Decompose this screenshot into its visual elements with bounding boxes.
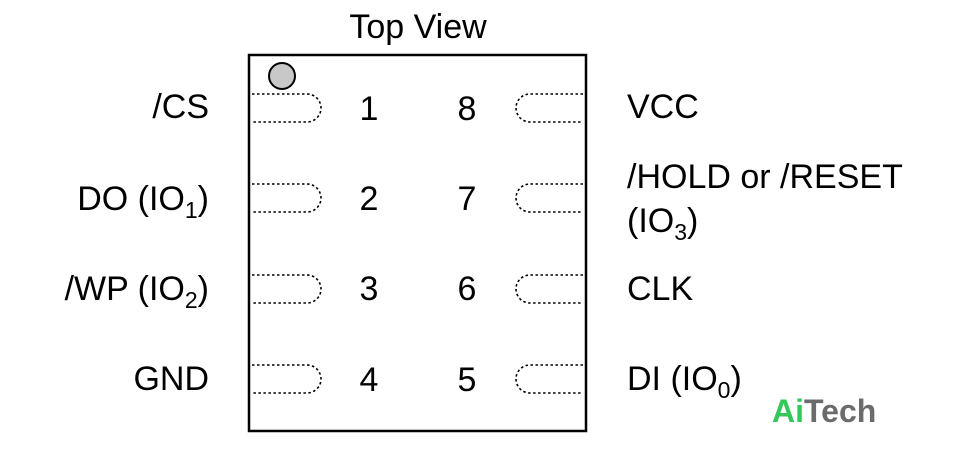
pin-label-5-subscript: 0 <box>718 377 731 403</box>
pin-label-2-suffix: ) <box>198 180 209 218</box>
pin-label-5-suffix: ) <box>730 360 741 398</box>
pad-6 <box>515 274 583 304</box>
pad-8 <box>515 93 583 123</box>
pad-2 <box>252 183 322 213</box>
aitech-watermark-logo: AiTech <box>772 393 876 429</box>
pin-label-1: /CS <box>152 88 209 126</box>
pin-number-8: 8 <box>458 90 477 128</box>
pin-label-7-text: /HOLD or /RESET <box>627 158 903 196</box>
pin-number-4: 4 <box>360 361 379 399</box>
pin-label-2: DO (IO1) <box>77 180 209 223</box>
top-view-title: Top View <box>349 8 487 46</box>
pin-label-6: CLK <box>627 270 693 308</box>
package-body <box>247 53 588 433</box>
pin-label-6-text: CLK <box>627 270 693 308</box>
watermark-tech: Tech <box>804 393 876 429</box>
pin-label-3: /WP (IO2) <box>65 270 209 313</box>
pin-label-7-line2-text: (IO <box>627 202 674 240</box>
pin-label-3-subscript: 2 <box>185 287 198 313</box>
pad-7 <box>515 183 583 213</box>
pin-label-4-text: GND <box>133 360 209 398</box>
pin-label-8: VCC <box>627 88 699 126</box>
pin-label-7-suffix: ) <box>687 202 698 240</box>
pin-label-1-text: /CS <box>152 88 209 126</box>
pin-number-3: 3 <box>360 270 379 308</box>
pin1-indicator-dot <box>268 62 296 90</box>
pin-label-5-text: DI (IO <box>627 360 718 398</box>
pin-label-8-text: VCC <box>627 88 699 126</box>
pin-label-7-line2: (IO3) <box>627 202 698 245</box>
pin-label-4: GND <box>133 360 209 398</box>
pin-label-3-text: /WP (IO <box>65 270 185 308</box>
pin-label-7-line1: /HOLD or /RESET <box>627 158 903 196</box>
watermark-ai: Ai <box>772 393 804 429</box>
pad-4 <box>252 364 322 394</box>
pad-1 <box>252 93 322 123</box>
pin-number-1: 1 <box>360 90 379 128</box>
pin-label-5: DI (IO0) <box>627 360 742 403</box>
pad-5 <box>515 364 583 394</box>
pin-label-7-subscript: 3 <box>674 219 687 245</box>
pin-number-6: 6 <box>458 270 477 308</box>
pin-number-2: 2 <box>360 180 379 218</box>
pin-label-2-subscript: 1 <box>185 197 198 223</box>
pin-number-5: 5 <box>458 361 477 399</box>
pin-number-7: 7 <box>458 180 477 218</box>
pin-label-2-text: DO (IO <box>77 180 185 218</box>
pad-3 <box>252 274 322 304</box>
pin-label-3-suffix: ) <box>198 270 209 308</box>
